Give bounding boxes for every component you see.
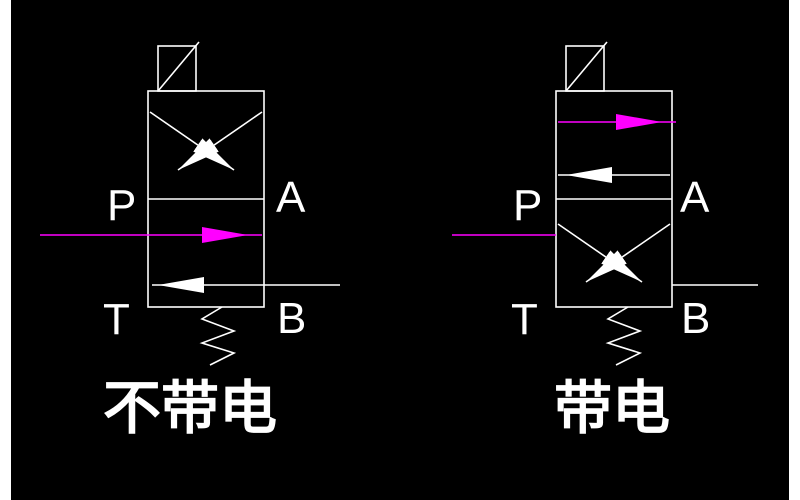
solenoid-diagonal-icon [157, 41, 200, 92]
port-label-p: P [107, 181, 136, 230]
caption-deenergized: 不带电 [103, 374, 277, 442]
port-label-a: A [276, 173, 306, 222]
port-label-p: P [513, 181, 542, 230]
crossed-flow-line [177, 111, 263, 171]
crossed-flow-line [585, 223, 671, 283]
right-edge-strip [789, 0, 800, 500]
right-valve-group: P A T B 带电 [452, 41, 758, 442]
b-to-t-flow-arrow [152, 277, 340, 293]
port-label-a: A [680, 173, 710, 222]
port-label-b: B [681, 294, 710, 343]
spring-icon [199, 306, 237, 366]
left-valve-group: P A T B 不带电 [40, 41, 340, 442]
solenoid-diagonal-icon [565, 41, 608, 92]
port-label-t: T [103, 295, 130, 344]
crossed-flow-arrows-icon [557, 223, 671, 283]
b-to-t-flow-arrow [558, 167, 670, 183]
flow-arrowhead-magenta-icon [616, 114, 662, 130]
port-label-b: B [277, 294, 306, 343]
flow-arrowhead-white-icon [566, 167, 612, 183]
spring-icon [605, 306, 643, 366]
crossed-flow-arrows-icon [149, 111, 263, 171]
p-to-a-flow-arrow [40, 227, 262, 243]
p-to-a-flow-arrow [558, 114, 676, 130]
flow-arrowhead-white-icon [158, 277, 204, 293]
caption-energized: 带电 [554, 374, 670, 442]
flow-arrowhead-magenta-icon [202, 227, 248, 243]
port-label-t: T [511, 295, 538, 344]
left-edge-strip [0, 0, 11, 500]
